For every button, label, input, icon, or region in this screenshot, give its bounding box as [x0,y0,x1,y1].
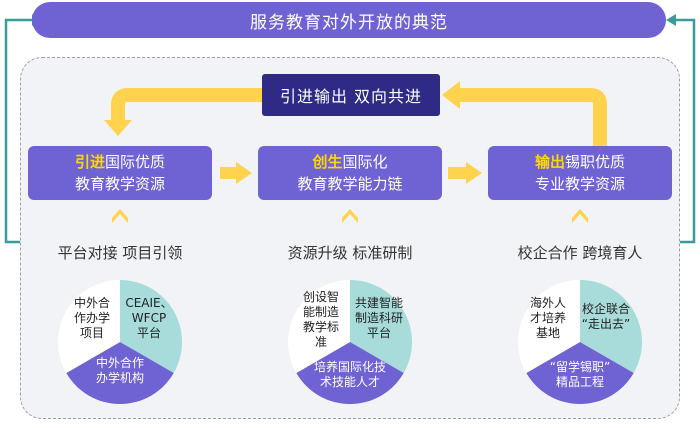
pie-segment-left [517,280,580,373]
pie-segment-right [580,280,643,373]
pie-segment-bottom [526,342,634,405]
pie-import [57,280,183,405]
box-import-line1: 国际优质 [105,153,166,171]
chevron-up-icon [342,209,358,223]
subtitle-export: 校企合作 跨境育人 [517,244,643,262]
pie-label-line: 海外人 [529,296,566,310]
pie-label-line: 精品工程 [555,375,604,389]
chevron-up-icon [572,209,588,223]
pie-create-bottom-label: 培养国际化技 术技能人才 [298,360,402,390]
pie-label-line: 准 [314,335,327,349]
arrow-left-to-middle [236,162,252,184]
pie-label-line: 中外合 [73,296,110,310]
box-export-line1: 锡职优质 [565,153,626,171]
pie-label-line: 共建智能 [354,296,403,310]
pie-label-line: 基地 [535,326,560,340]
pie-label-line: 平台 [136,326,161,340]
pie-label-line: 创设智 [302,290,339,304]
pie-export [517,280,643,405]
pie-import-left-label: 中外合 作办学 项目 [68,296,116,341]
pie-export-bottom-label: “留学锡职” 精品工程 [536,360,624,390]
pie-label-line: 中外合作 [95,356,144,370]
pie-create-left-label: 创设智 能制造 教学标 准 [298,290,344,350]
subtitle-import: 平台对接 项目引领 [57,244,183,262]
box-import-line2: 教育教学资源 [74,175,165,193]
pie-create [287,280,413,405]
subtitle-create: 资源升级 标准研制 [287,244,413,262]
pie-label-line: 制造科研 [354,311,403,325]
pie-segment-left [57,280,120,373]
center-title-box: 引进输出 双向共进 [262,74,440,116]
box-export: 输出锡职优质 专业教学资源 [488,146,672,200]
pie-label-line: WFCP [131,311,167,325]
pie-export-right-label: 校企联合 “走出去” [572,302,640,332]
pie-label-line: 能制造 [302,305,339,319]
pie-label-line: CEAIE、 [125,296,173,310]
pie-segment-bottom [296,342,404,405]
box-create-line2: 教育教学能力链 [297,175,403,193]
pie-create-right-label: 共建智能 制造科研 平台 [347,296,411,341]
pie-import-right-label: CEAIE、 WFCP 平台 [118,296,180,341]
right-curved-arrow-head [442,81,460,109]
pie-label-line: 才培养 [529,311,566,325]
pie-label-line: 培养国际化技 [313,360,386,374]
chevron-up-icon [112,209,128,223]
pie-label-line: 项目 [79,326,104,340]
pie-label-line: 校企联合 [581,302,630,316]
box-import: 引进国际优质 教育教学资源 [28,146,212,200]
pie-label-line: “留学锡职” [549,360,611,374]
pie-import-bottom-label: 中外合作 办学机构 [80,356,160,386]
pie-segment-right [350,280,413,373]
pie-segment-right [120,280,183,373]
box-create-highlight: 创生 [312,153,343,171]
box-export-highlight: 输出 [534,153,565,171]
box-import-highlight: 引进 [74,153,105,171]
pie-label-line: 作办学 [73,311,110,325]
pie-export-left-label: 海外人 才培养 基地 [524,296,572,341]
pie-segment-left [287,280,350,373]
box-create-line1: 国际化 [342,153,388,171]
pie-label-line: “走出去” [581,317,631,331]
pie-label-line: 办学机构 [95,371,144,385]
left-curved-arrow-head [104,120,132,136]
arrow-middle-to-right [466,162,482,184]
pie-label-line: 术技能人才 [319,375,380,389]
pie-segment-bottom [66,342,174,405]
box-export-line2: 专业教学资源 [534,175,625,193]
box-create: 创生国际化 教育教学能力链 [258,146,442,200]
pie-label-line: 平台 [366,326,391,340]
banner-title: 服务教育对外开放的典范 [32,2,666,38]
pie-label-line: 教学标 [302,320,339,334]
